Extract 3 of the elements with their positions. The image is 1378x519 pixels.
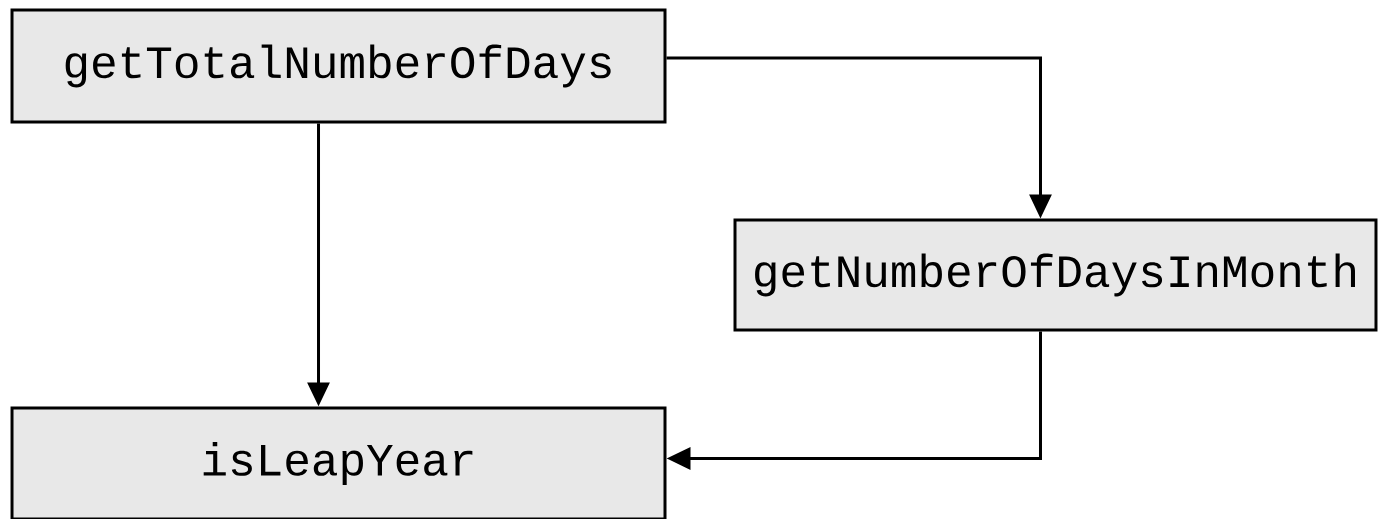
function-box: getTotalNumberOfDays	[10, 8, 667, 124]
function-box: getNumberOfDaysInMonth	[733, 218, 1378, 332]
function-box: isLeapYear	[10, 406, 667, 519]
